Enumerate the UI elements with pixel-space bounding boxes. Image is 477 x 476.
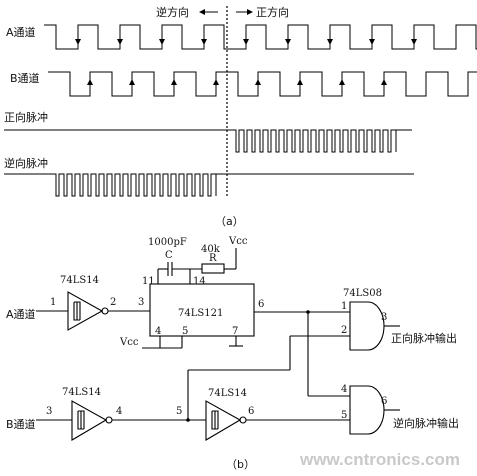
mono-pin-7: 7 (232, 326, 238, 337)
resistor-value: 40k (201, 244, 221, 255)
and-gate-top-body (349, 301, 385, 351)
inverter-bottom-right-triangle (205, 400, 242, 441)
signal-a-trace (44, 24, 477, 50)
inverter-bottom-right: 74LS14 (205, 388, 247, 441)
inverter-top-triangle (67, 291, 104, 331)
signal-b-trace (48, 71, 477, 97)
and1-pin-in2: 2 (341, 325, 347, 336)
mono-pin-3: 3 (138, 297, 144, 308)
and2-pin-in2: 5 (341, 410, 347, 421)
mono-pin-5: 5 (182, 326, 188, 337)
mono-pin-14: 14 (193, 276, 206, 287)
and-gate-bottom-body (349, 385, 385, 435)
input-b-label: B通道 (6, 417, 36, 431)
mono-pin-6: 6 (258, 299, 264, 310)
signal-b-waveform (48, 71, 477, 97)
timing-caption: （a） (215, 215, 244, 228)
junction-121-out (306, 310, 310, 314)
capacitor-ref: C (165, 250, 173, 261)
signal-a-label: A通道 (6, 25, 36, 39)
circuit-diagram: A通道 1 74LS14 2 3 74LS121 11 C 1000pF 14 (6, 236, 459, 471)
and1-pin-out: 3 (381, 312, 387, 323)
circuit-caption: （b） (226, 458, 255, 471)
and2-pin-in1: 4 (341, 384, 347, 395)
junction-b (186, 418, 190, 422)
direction-reverse-label: 逆方向 (156, 5, 189, 19)
schmitt-symbol-top (73, 301, 81, 321)
vcc-top-label: Vcc (228, 236, 248, 247)
and-gate-bottom (349, 385, 385, 435)
and2-pin-out: 6 (381, 396, 387, 407)
inv3-pin-out: 6 (248, 406, 254, 417)
inverter-top: 74LS14 (60, 275, 109, 331)
input-a-label: A通道 (6, 307, 36, 321)
output-reverse-label: 逆向脉冲输出 (393, 416, 459, 430)
resistor-ref: R (209, 253, 217, 264)
signal-forward-pulse-label: 正向脉冲 (4, 110, 48, 124)
schmitt-symbol-bottom-left (77, 410, 85, 430)
reverse-pulse-trace (4, 173, 414, 197)
inv1-pin-in: 1 (50, 297, 56, 308)
mono-pin-11: 11 (142, 276, 155, 287)
signal-b-label: B通道 (10, 71, 40, 85)
forward-pulse-waveform (4, 129, 412, 153)
resistor-body (201, 263, 225, 274)
inverter-bottom-right-part: 74LS14 (208, 388, 247, 399)
signal-a-waveform (44, 24, 477, 50)
reverse-pulse-waveform (4, 173, 414, 197)
direction-forward-label: 正方向 (256, 5, 289, 19)
inverter-bottom-left-part: 74LS14 (62, 387, 101, 398)
monostable-121: 74LS121 (149, 283, 255, 337)
monostable-121-part: 74LS121 (178, 308, 223, 319)
vcc-left-label: Vcc (119, 337, 139, 348)
output-forward-label: 正向脉冲输出 (391, 331, 457, 345)
inv2-pin-in: 3 (46, 406, 52, 417)
inv3-pin-in: 5 (176, 406, 182, 417)
timing-diagram: 逆方向 正方向 A通道 B通道 正向脉冲 逆向脉冲 （a） (4, 5, 477, 228)
capacitor-value: 1000pF (148, 237, 187, 248)
inv2-pin-out: 4 (116, 406, 122, 417)
schmitt-symbol-bottom-right (211, 410, 219, 430)
inverter-bottom-left: 74LS14 (62, 387, 113, 441)
forward-pulse-trace (4, 129, 412, 153)
inverter-bottom-left-triangle (71, 400, 108, 441)
monostable-121-body (149, 283, 255, 337)
and-gate-top: 74LS08 (343, 288, 385, 351)
and1-pin-in1: 1 (341, 301, 347, 312)
and-gate-top-part: 74LS08 (343, 288, 382, 299)
mono-pin-4: 4 (155, 326, 161, 337)
signal-reverse-pulse-label: 逆向脉冲 (4, 156, 48, 170)
inverter-top-part: 74LS14 (60, 275, 99, 286)
inv1-pin-out: 2 (110, 297, 116, 308)
watermark: www.cntronics.com (299, 450, 460, 469)
